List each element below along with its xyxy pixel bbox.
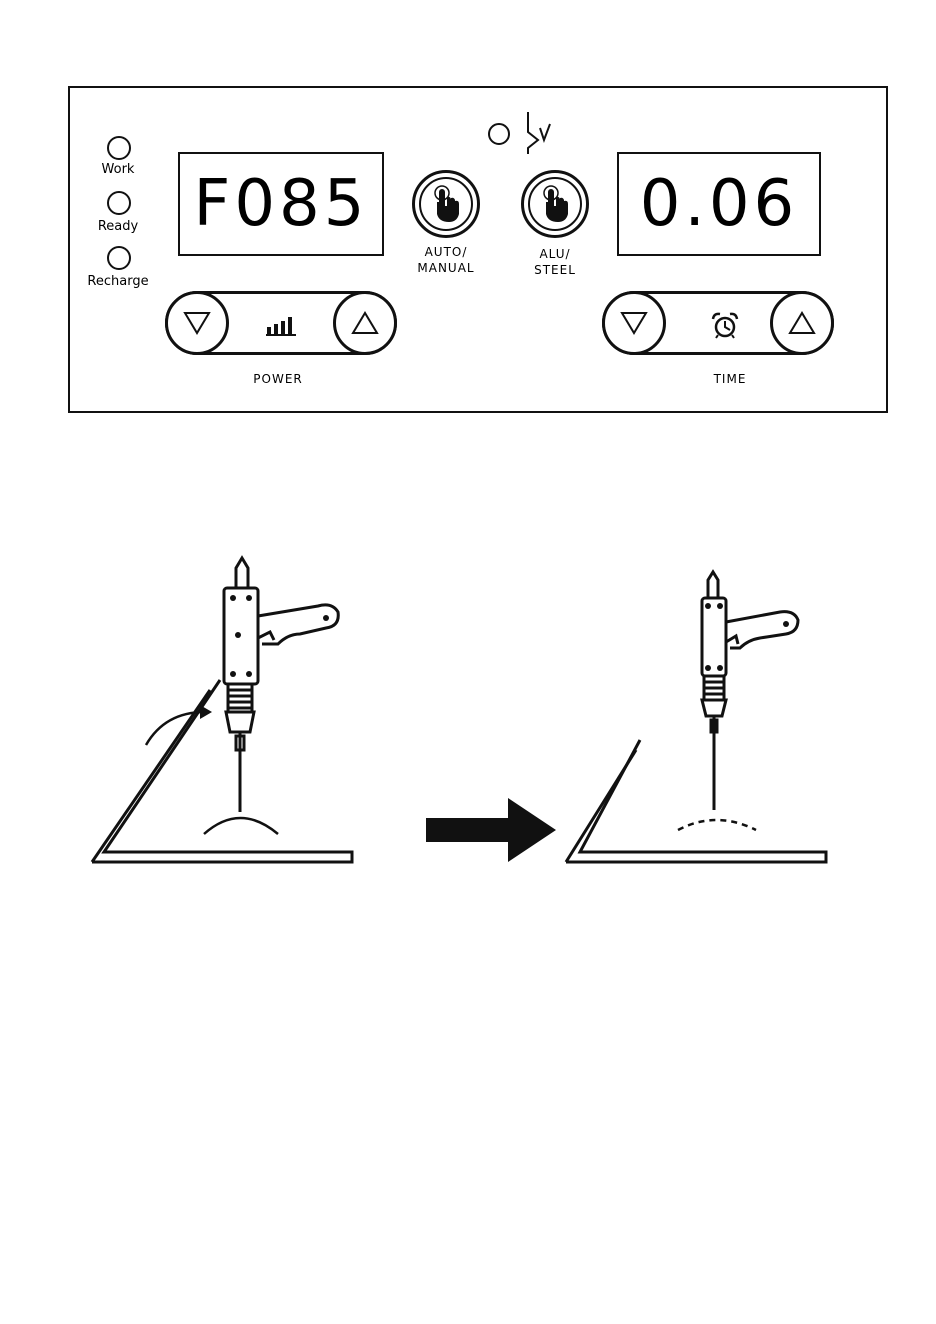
stud-welder-gun-right — [702, 572, 798, 810]
switch-symbol-icon — [520, 110, 556, 156]
right-arrow-icon — [426, 798, 556, 862]
recharge-indicator-label: Recharge — [78, 274, 158, 289]
auto-manual-button[interactable] — [412, 170, 480, 238]
time-label: TIME — [690, 371, 770, 387]
auto-manual-label: AUTO/ MANUAL — [406, 244, 486, 276]
power-up-button[interactable] — [333, 291, 397, 355]
stud-welder-gun-left — [224, 558, 338, 812]
time-down-button[interactable] — [602, 291, 666, 355]
control-panel: Work Ready Recharge F085 AUTO/ MANUAL — [68, 86, 888, 413]
time-up-button[interactable] — [770, 291, 834, 355]
time-display-value: 0.06 — [640, 167, 799, 241]
triangle-down-icon — [619, 310, 649, 336]
power-label: POWER — [238, 371, 318, 387]
power-down-button[interactable] — [165, 291, 229, 355]
work-indicator-led — [107, 136, 131, 160]
time-display: 0.06 — [617, 152, 821, 256]
alu-steel-label: ALU/ STEEL — [515, 246, 595, 278]
power-control — [165, 291, 397, 355]
welding-illustration — [0, 540, 936, 880]
time-control — [602, 291, 834, 355]
ready-indicator-label: Ready — [78, 219, 158, 234]
triangle-down-icon — [182, 310, 212, 336]
hand-pointer-icon — [429, 184, 463, 224]
recharge-indicator-led — [107, 246, 131, 270]
hand-pointer-icon — [538, 184, 572, 224]
alu-steel-button[interactable] — [521, 170, 589, 238]
switch-status-led — [488, 123, 510, 145]
alarm-clock-icon — [710, 311, 740, 339]
power-display-value: F085 — [194, 167, 369, 241]
triangle-up-icon — [350, 310, 380, 336]
power-display: F085 — [178, 152, 384, 256]
ready-indicator-led — [107, 191, 131, 215]
left-scene — [92, 558, 352, 862]
work-indicator-label: Work — [78, 162, 158, 177]
signal-bars-icon — [266, 314, 298, 336]
triangle-up-icon — [787, 310, 817, 336]
right-scene — [566, 572, 826, 862]
